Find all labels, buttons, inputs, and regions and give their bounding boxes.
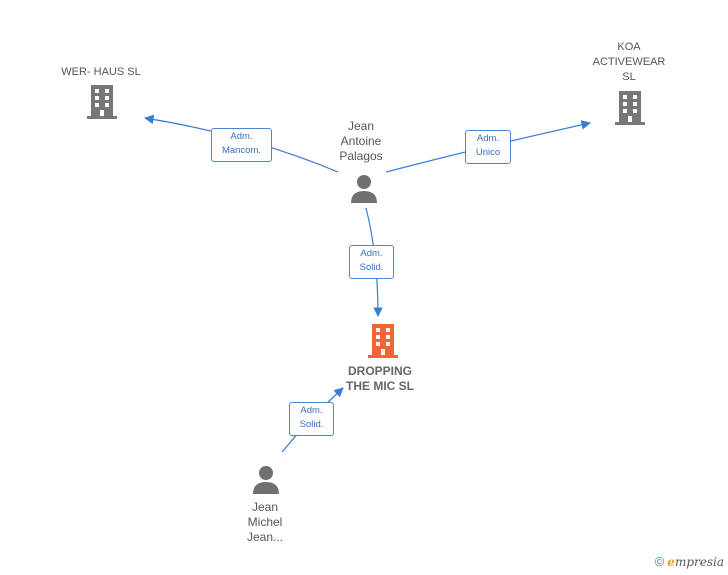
relation-badge-line1: Adm. (476, 133, 500, 144)
relation-badge-adm-unico[interactable]: Adm. Unico (465, 130, 511, 164)
relation-badge-adm-solid[interactable]: Adm. Solid. (349, 245, 394, 279)
relation-badge-line1: Adm. (300, 405, 323, 416)
copyright-symbol: © (654, 554, 665, 569)
brand-logo-text: mpresia (674, 555, 724, 569)
relation-badge-adm-solid[interactable]: Adm. Solid. (289, 402, 334, 436)
building-icon-highlighted[interactable] (366, 323, 400, 359)
jean-antoine-palagos-label[interactable]: Jean Antoine Palagos (339, 119, 383, 163)
person-icon[interactable] (349, 173, 379, 203)
building-icon[interactable] (614, 90, 646, 126)
wer-haus-label[interactable]: WER- HAUS SL (61, 66, 141, 78)
brand-logo[interactable]: empresia (667, 555, 724, 569)
koa-activewear-label[interactable]: KOA ACTIVEWEAR SL (592, 41, 666, 83)
relation-badge-line1: Adm. (230, 131, 253, 142)
footer-brand: ©empresia (655, 554, 724, 569)
relation-badge-line2: Mancom. (221, 145, 262, 156)
brand-logo-e: e (667, 555, 675, 569)
jean-michel-label[interactable]: Jean Michel Jean... (246, 500, 284, 544)
relation-badge-line1: Adm. (360, 248, 383, 259)
person-icon[interactable] (251, 464, 281, 494)
relation-badge-line2: Solid. (299, 419, 324, 430)
relation-badge-line2: Solid. (359, 262, 384, 273)
relation-badge-adm-mancom[interactable]: Adm. Mancom. (211, 128, 272, 162)
building-icon[interactable] (86, 84, 118, 120)
relation-badge-line2: Unico (475, 147, 501, 158)
dropping-the-mic-label[interactable]: DROPPING THE MIC SL (346, 364, 414, 393)
